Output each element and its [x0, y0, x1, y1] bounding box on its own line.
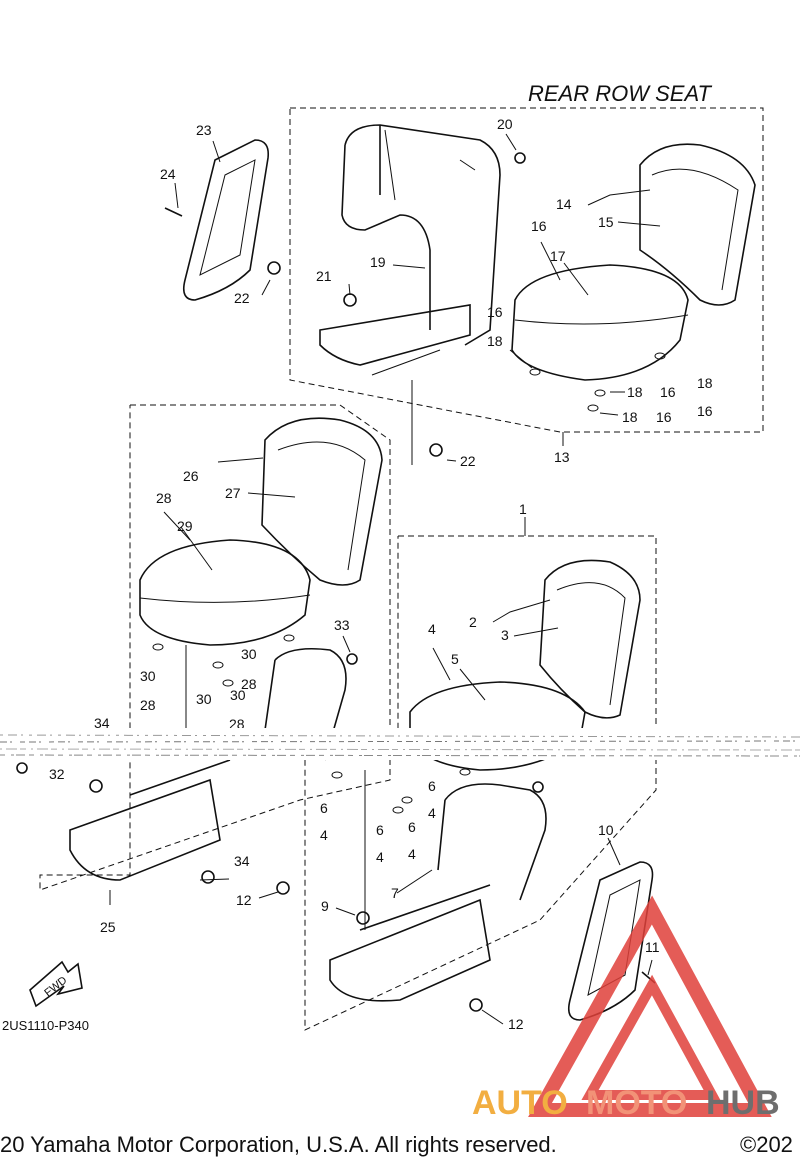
rear-row-seat-assembly-13 — [164, 107, 764, 465]
nut-9-icon — [356, 911, 370, 925]
callout-16e: 16 — [656, 409, 672, 425]
screw-24-icon — [164, 207, 183, 217]
drawing-code: 2US1110-P340 — [2, 1018, 89, 1033]
bolt-34b-icon — [16, 762, 28, 774]
callout-19: 19 — [370, 254, 386, 270]
callout-3: 3 — [501, 627, 509, 643]
callout-4c: 4 — [376, 849, 384, 865]
bolt-34-icon — [201, 870, 215, 884]
watermark-part2: MOTO — [586, 1084, 687, 1122]
callout-4: 4 — [428, 621, 436, 637]
callout-28c: 28 — [140, 697, 156, 713]
callout-18d: 18 — [622, 409, 638, 425]
callout-20: 20 — [497, 116, 513, 132]
callout-26: 26 — [183, 468, 199, 484]
copyright-text: 20 Yamaha Motor Corporation, U.S.A. All … — [0, 1132, 557, 1157]
backrest-26 — [261, 417, 383, 586]
callout-28a: 28 — [156, 490, 172, 506]
backrest-14 — [639, 143, 756, 306]
callout-17: 17 — [550, 248, 566, 264]
callout-18c: 18 — [697, 375, 713, 391]
callout-22b: 22 — [460, 453, 476, 469]
callout-21: 21 — [316, 268, 332, 284]
callout-24: 24 — [160, 166, 176, 182]
callout-18a: 18 — [487, 333, 503, 349]
callout-18b: 18 — [627, 384, 643, 400]
callout-23: 23 — [196, 122, 212, 138]
callout-11: 11 — [645, 939, 660, 955]
callout-30a: 30 — [241, 646, 257, 662]
callout-6b: 6 — [428, 778, 436, 794]
callout-13: 13 — [554, 449, 570, 465]
seat-frame-25 — [69, 647, 347, 881]
callout-4b: 4 — [428, 805, 436, 821]
callout-7: 7 — [391, 885, 399, 901]
seat-frame-19 — [319, 124, 501, 366]
bolt-22-icon — [267, 261, 281, 275]
callout-16b: 16 — [487, 304, 503, 320]
callout-16d: 16 — [697, 403, 713, 419]
callout-30b: 30 — [140, 668, 156, 684]
side-panel-10 — [567, 861, 654, 1021]
seat-assembly-25 — [16, 404, 391, 905]
callout-12a: 12 — [236, 892, 252, 908]
callout-15: 15 — [598, 214, 614, 230]
callout-4d: 4 — [408, 846, 416, 862]
side-panel-23 — [182, 139, 270, 301]
callout-14: 14 — [556, 196, 572, 212]
callout-34a: 34 — [94, 715, 110, 731]
callout-6c: 6 — [376, 822, 384, 838]
fwd-label: FWD — [42, 974, 69, 999]
callout-27: 27 — [225, 485, 241, 501]
seat-cushion-28 — [139, 539, 311, 646]
callout-16c: 16 — [660, 384, 676, 400]
seat-frame-7 — [329, 783, 547, 1002]
bolt-12b-icon — [469, 998, 483, 1012]
callout-29: 29 — [177, 518, 193, 534]
copyright-year: ©202 — [740, 1132, 793, 1157]
callout-6a: 6 — [320, 800, 328, 816]
bolt-33-icon — [346, 653, 358, 665]
watermark-part3: HUB — [706, 1084, 780, 1122]
bolt-12-icon — [276, 881, 290, 895]
callout-34b: 34 — [234, 853, 250, 869]
seat-assembly-1 — [258, 517, 657, 1031]
callout-33: 33 — [334, 617, 350, 633]
callout-5: 5 — [451, 651, 459, 667]
callout-25: 25 — [100, 919, 116, 935]
callout-16a: 16 — [531, 218, 547, 234]
nut-32-icon — [89, 779, 103, 793]
callout-9: 9 — [321, 898, 329, 914]
callout-32: 32 — [49, 766, 65, 782]
callout-30c: 30 — [196, 691, 212, 707]
backrest-2 — [539, 559, 641, 719]
callout-30d: 30 — [230, 687, 246, 703]
seat-cushion-16 — [511, 264, 689, 381]
callout-6d: 6 — [408, 819, 416, 835]
diagram-heading: REAR ROW SEAT — [528, 81, 713, 106]
automotohub-watermark: AUTO MOTO HUB — [472, 895, 780, 1122]
nut-21-icon — [343, 293, 357, 307]
callout-22a: 22 — [234, 290, 250, 306]
bolt-20-icon — [514, 152, 526, 164]
scan-artifact-band — [0, 728, 800, 760]
callout-2: 2 — [469, 614, 477, 630]
bolt-33c-icon — [532, 781, 544, 793]
bolt-22b-icon — [429, 443, 443, 457]
callout-10: 10 — [598, 822, 614, 838]
fwd-arrow-icon: FWD — [29, 960, 83, 1008]
callout-4a: 4 — [320, 827, 328, 843]
watermark-part1: AUTO — [472, 1084, 568, 1122]
callout-12b: 12 — [508, 1016, 524, 1032]
callout-1: 1 — [519, 501, 527, 517]
callout-28b: 28 — [241, 676, 257, 692]
